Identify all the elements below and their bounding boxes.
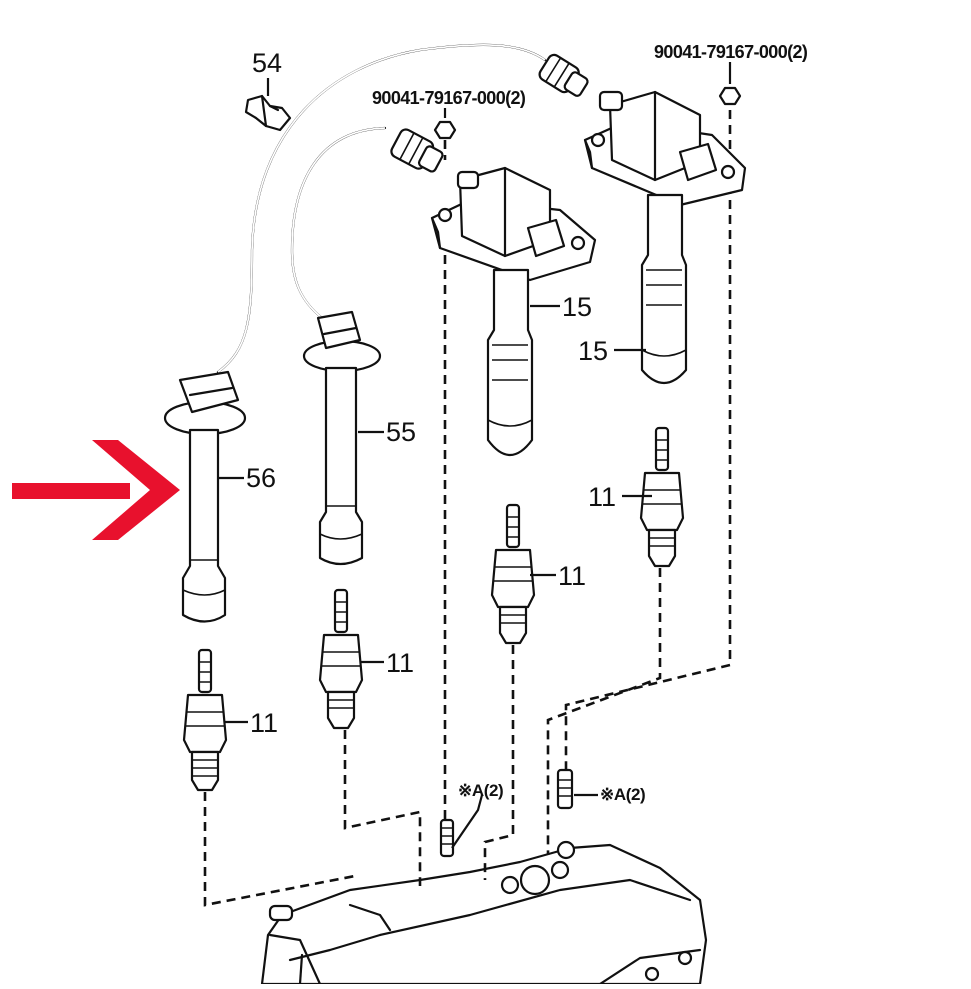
label-coil-left: 15 xyxy=(562,292,592,322)
stud-right xyxy=(556,768,574,810)
spark-plug-2 xyxy=(318,588,364,730)
label-plug-1: 11 xyxy=(250,708,278,738)
label-cord-55: 55 xyxy=(386,417,416,447)
label-bolt-part-number-right: 90041-79167-000(2) xyxy=(654,42,808,62)
assembly-dashed-lines xyxy=(203,110,732,907)
spark-plug-4 xyxy=(639,426,685,568)
label-coil-right: 15 xyxy=(578,336,608,366)
ignition-coil-right xyxy=(583,90,747,385)
spark-plug-cord-55 xyxy=(290,126,444,566)
red-pointer-arrow-icon xyxy=(12,440,180,540)
label-plug-3: 11 xyxy=(558,561,586,591)
spark-plug-3 xyxy=(490,503,536,645)
ignition-coil-left xyxy=(430,166,597,456)
bolt-right xyxy=(718,86,742,106)
label-clip: 54 xyxy=(252,48,282,78)
cylinder-head-cover xyxy=(260,840,708,986)
label-cord-56: 56 xyxy=(246,463,276,493)
stud-left xyxy=(439,818,455,858)
callout-labels: 54 56 55 15 15 11 11 11 11 90041-79167-0… xyxy=(246,42,809,804)
spark-plug-cord-56 xyxy=(163,43,589,623)
label-plug-2: 11 xyxy=(386,648,414,678)
spark-plug-1 xyxy=(182,648,228,792)
label-plug-4: 11 xyxy=(588,482,616,512)
clip-54 xyxy=(244,94,292,132)
bolt-left xyxy=(433,120,457,140)
label-bolt-part-number-left: 90041-79167-000(2) xyxy=(372,88,526,108)
leader-lines xyxy=(218,62,732,849)
label-stud-ref-right: ※A(2) xyxy=(600,785,645,804)
label-stud-ref-left: ※A(2) xyxy=(458,781,503,800)
